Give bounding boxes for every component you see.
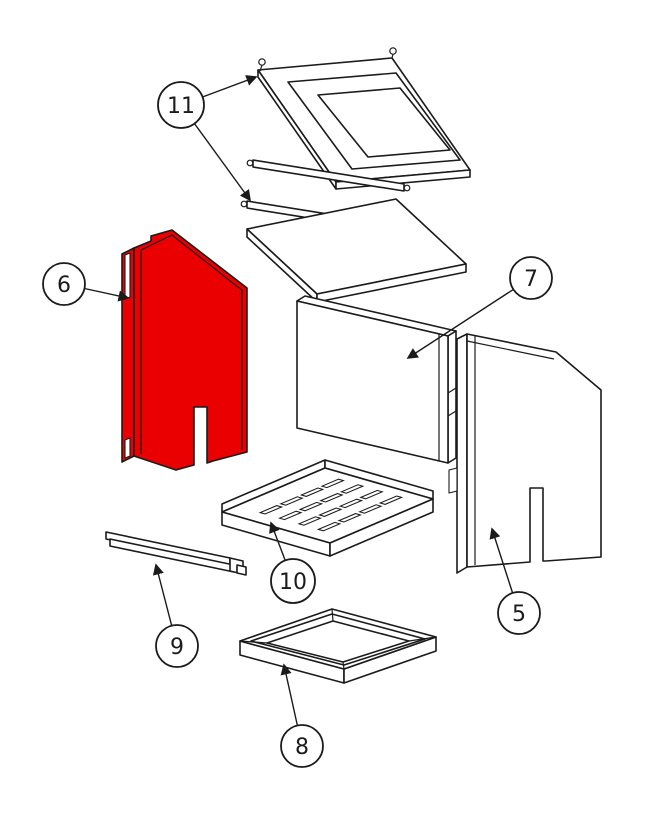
left-panel-face [133, 229, 248, 471]
callout-bubble-7 [509, 256, 553, 300]
callout-label-10: 10 [279, 570, 307, 595]
callout-bubble-11 [157, 81, 205, 129]
back-panel-right-edge [447, 330, 457, 464]
callout-8: 8 [280, 663, 324, 768]
callout-5: 5 [489, 527, 541, 635]
callout-10: 10 [269, 521, 316, 604]
part-right-side-panel [448, 333, 602, 574]
callout-bubble-6 [42, 262, 86, 306]
right-panel-notch [448, 467, 458, 494]
part-top-plate-assembly [240, 47, 471, 303]
callout-bubble-5 [497, 591, 541, 635]
rail-end-knob [240, 200, 248, 208]
callout-bubble-10 [270, 558, 316, 604]
front-bar-hook [236, 564, 247, 576]
part-front-bar [105, 531, 247, 576]
part-back-panel [296, 295, 457, 464]
right-panel-face [466, 333, 602, 568]
trim-rail-upper [252, 159, 405, 192]
part-base-grate [221, 459, 434, 557]
part-ash-pan [239, 608, 437, 684]
callout-label-7: 7 [524, 267, 538, 292]
left-panel-groove-bottom [124, 437, 131, 459]
left-panel-groove-top [124, 252, 131, 300]
part-left-side-panel-highlighted [121, 229, 248, 471]
callout-11: 11 [157, 75, 258, 202]
grate-front-face-right [329, 498, 434, 557]
back-panel-face [296, 300, 449, 464]
callout-label-5: 5 [512, 602, 526, 627]
right-panel-edge-strip [456, 333, 468, 574]
callout-label-9: 9 [170, 635, 184, 660]
callout-6: 6 [42, 262, 130, 306]
callout-label-8: 8 [295, 735, 309, 760]
callout-bubble-9 [155, 624, 199, 668]
grate-slots [258, 478, 404, 532]
callout-label-11: 11 [167, 94, 195, 119]
callout-7: 7 [406, 256, 553, 359]
rail-end-knob [246, 159, 254, 167]
screw-knob [258, 58, 266, 66]
callout-bubble-8 [280, 724, 324, 768]
callout-9: 9 [152, 563, 199, 668]
top-frame-opening [317, 87, 451, 158]
callout-label-6: 6 [57, 273, 71, 298]
screw-knob [389, 47, 397, 55]
rail-end-knob [403, 184, 411, 192]
